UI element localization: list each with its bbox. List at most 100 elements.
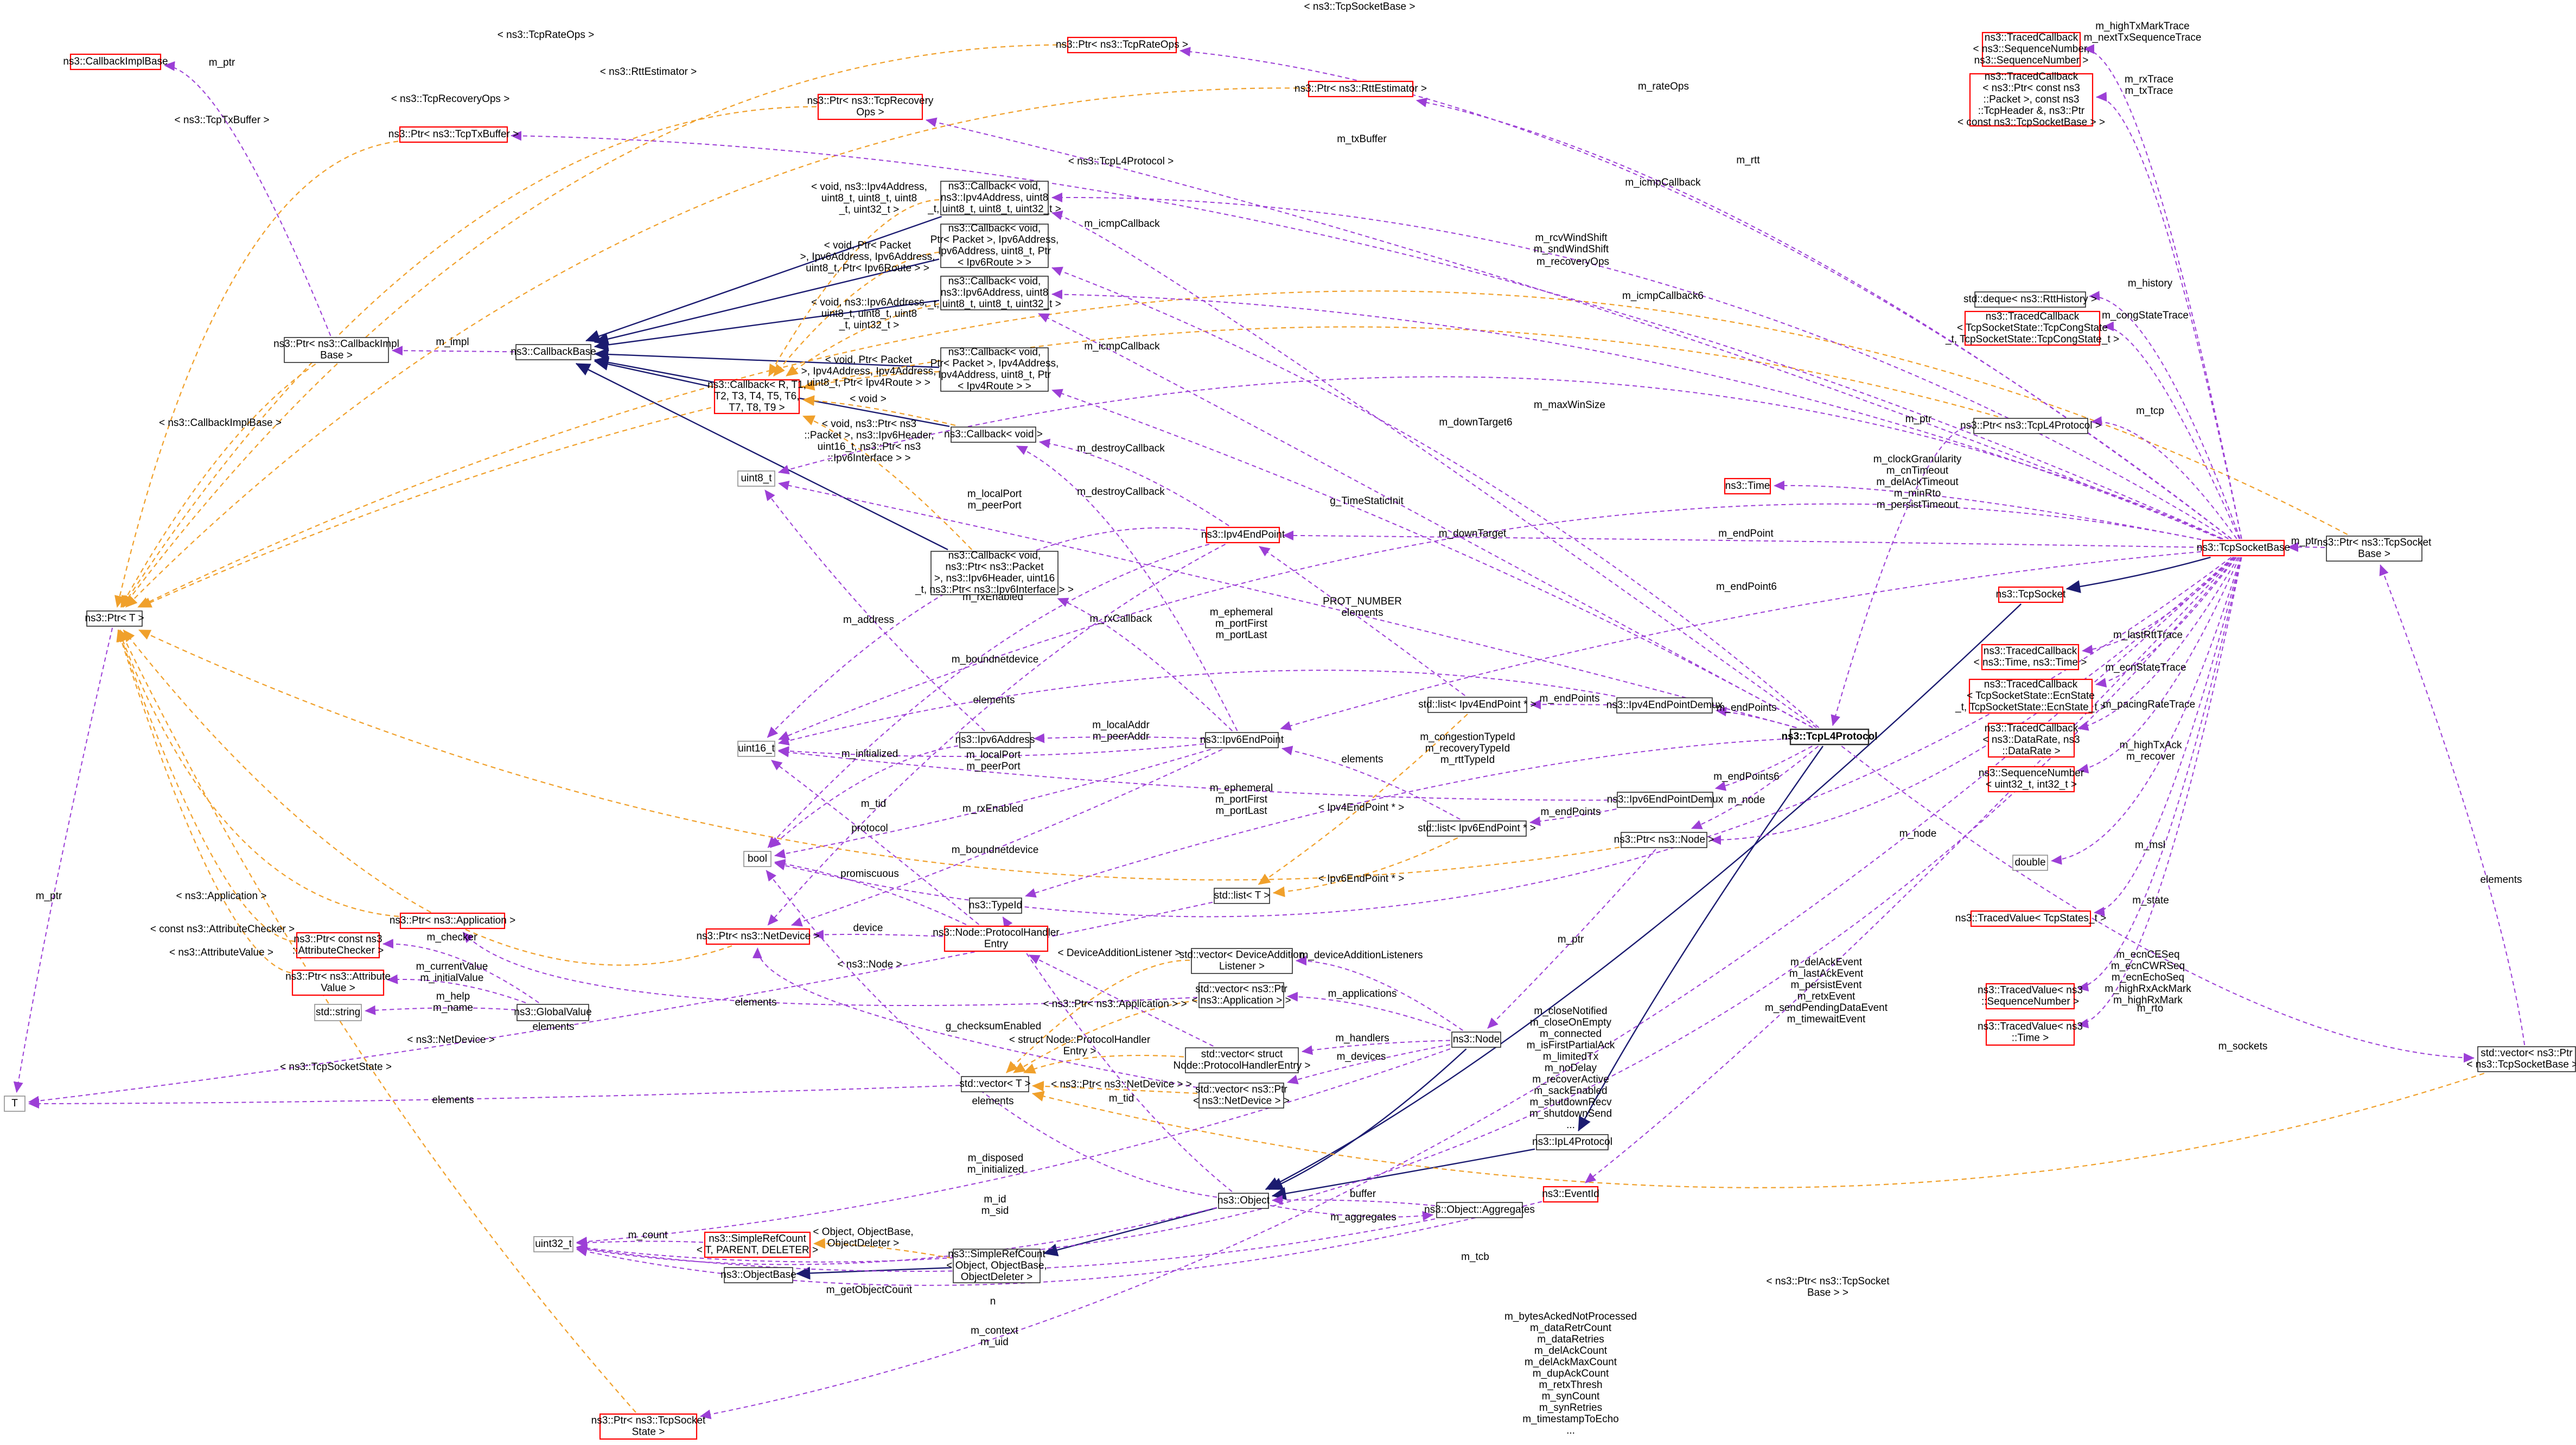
class-node-tc-ecn[interactable]: ns3::TracedCallback< TcpSocketState::Ecn…	[1955, 678, 2106, 714]
class-node-deque-rtt[interactable]: std::deque< ns3::RttHistory >	[1963, 291, 2097, 308]
class-node-tv-time[interactable]: ns3::TracedValue< ns3::Time >	[1978, 1019, 2083, 1046]
edge-member-vec-phe-to-protocolhandlerentry	[1028, 954, 1214, 1047]
class-label: ns3::Ipv6Address	[955, 734, 1035, 746]
class-node-uint16t[interactable]: uint16_t	[737, 741, 775, 757]
edge-member-ipv4demux-to-uint16t	[778, 670, 1616, 746]
class-node-vec-t[interactable]: std::vector< T >	[959, 1076, 1031, 1092]
class-node-seqnum[interactable]: ns3::SequenceNumber< uint32_t, int32_t >	[1979, 766, 2084, 793]
class-node-ptr-checker[interactable]: ns3::Ptr< const ns3::AttributeChecker >	[292, 932, 384, 959]
class-node-src-tpd[interactable]: ns3::SimpleRefCount< T, PARENT, DELETER …	[697, 1231, 818, 1258]
class-node-src-obj[interactable]: ns3::SimpleRefCount< Object, ObjectBase,…	[946, 1249, 1047, 1283]
class-node-tc-datarate[interactable]: ns3::TracedCallback< ns3::DataRate, ns3:…	[1982, 722, 2080, 758]
class-node-cb-pkt-ipv4[interactable]: ns3::Callback< void,Ptr< Packet >, Ipv4A…	[930, 347, 1059, 392]
class-node-tv-tcpstates[interactable]: ns3::TracedValue< TcpStates_t >	[1955, 910, 2107, 927]
class-node-eventid[interactable]: ns3::EventId	[1542, 1186, 1599, 1203]
class-label: ns3::Ptr< ns3::RttEstimator >	[1295, 83, 1427, 94]
edge-member-tcpsocketbase-to-tv-tcpstates	[2094, 557, 2242, 916]
class-node-time[interactable]: ns3::Time	[1724, 478, 1771, 495]
edge-label: < ns3::TcpRecoveryOps >	[391, 93, 510, 105]
class-node-t-box[interactable]: T	[4, 1096, 25, 1112]
class-node-cb-void[interactable]: ns3::Callback< void >	[944, 427, 1043, 443]
class-node-list-ipv4[interactable]: std::list< Ipv4EndPoint * >	[1418, 697, 1536, 713]
edge-inherit-ipl4-to-object	[1271, 1148, 1535, 1200]
class-node-vec-tsb[interactable]: std::vector< ns3::Ptr< ns3::TcpSocketBas…	[2466, 1046, 2576, 1072]
class-node-uint8t[interactable]: uint8_t	[737, 470, 775, 487]
class-box	[1205, 732, 1279, 748]
class-node-objectbase[interactable]: ns3::ObjectBase	[720, 1267, 796, 1283]
class-node-ptr-tcpl4[interactable]: ns3::Ptr< ns3::TcpL4Protocol >	[1960, 418, 2101, 434]
class-node-tcpsocket[interactable]: ns3::TcpSocket	[1996, 586, 2067, 603]
class-node-typeid[interactable]: ns3::TypeId	[969, 897, 1022, 914]
class-node-callbackimplbase[interactable]: ns3::CallbackImplBase	[63, 53, 168, 71]
class-node-vec-app[interactable]: std::vector< ns3::Ptr< ns3::Application …	[1191, 982, 1291, 1008]
class-node-object[interactable]: ns3::Object	[1217, 1193, 1270, 1209]
edge-label: < ns3::TcpRateOps >	[498, 29, 595, 41]
class-node-list-ipv6[interactable]: std::list< Ipv6EndPoint * >	[1418, 820, 1536, 837]
class-node-cb-ipv4addr[interactable]: ns3::Callback< void,ns3::Ipv4Address, ui…	[927, 181, 1061, 215]
class-node-ipl4[interactable]: ns3::IpL4Protocol	[1532, 1134, 1612, 1150]
class-node-tcpsocketbase[interactable]: ns3::TcpSocketBase	[2197, 539, 2290, 557]
edge-label: m_ptr	[1905, 413, 1932, 425]
class-node-stdstring[interactable]: std::string	[314, 1004, 362, 1021]
class-node-ptr-node[interactable]: ns3::Ptr< ns3::Node >	[1614, 832, 1714, 848]
edge-member-tcpsocketbase-to-double	[2051, 557, 2241, 865]
class-box	[284, 337, 389, 363]
class-node-cb-pkt-ipv6[interactable]: ns3::Callback< void,Ptr< Packet >, Ipv6A…	[930, 223, 1059, 269]
edge-label: m_endPoints	[1717, 702, 1777, 714]
class-node-ipv4demux[interactable]: ns3::Ipv4EndPointDemux	[1606, 697, 1723, 714]
class-node-node[interactable]: ns3::Node	[1451, 1032, 1501, 1048]
edge-label: m_endPoints6	[1713, 771, 1779, 782]
class-node-cb-rt[interactable]: ns3::Callback< R, T1,T2, T3, T4, T5, T6,…	[707, 379, 806, 415]
class-label: uint32_t	[535, 1238, 572, 1250]
class-node-ptr-rttestimator[interactable]: ns3::Ptr< ns3::RttEstimator >	[1295, 80, 1427, 98]
class-node-ipv6address[interactable]: ns3::Ipv6Address	[955, 732, 1035, 748]
class-node-vec-netdev[interactable]: std::vector< ns3::Ptr< ns3::NetDevice > …	[1193, 1083, 1290, 1109]
class-node-ipv6demux[interactable]: ns3::Ipv6EndPointDemux	[1607, 792, 1724, 808]
edge-member-ipv6demux-to-uint16t	[778, 747, 1616, 801]
edge-member-ptr-tsb-to-tcpsocketbase	[2287, 542, 2325, 552]
class-node-tcpl4[interactable]: ns3::TcpL4Protocol	[1782, 728, 1878, 746]
class-node-aggregates[interactable]: ns3::Object::Aggregates	[1424, 1202, 1535, 1218]
class-node-bool[interactable]: bool	[743, 851, 771, 867]
class-node-cb-ipv6addr[interactable]: ns3::Callback< void,ns3::Ipv6Address, ui…	[927, 276, 1061, 310]
main-class-box	[1789, 728, 1870, 746]
edge-template-cb-ipv4addr-to-cb-rt	[768, 199, 940, 377]
class-node-tv-seq[interactable]: ns3::TracedValue< ns3::SequenceNumber >	[1978, 983, 2083, 1010]
class-box	[1969, 73, 2094, 127]
edge-member-vec-app-to-ptr-app	[462, 932, 1198, 1007]
class-node-callbackbase[interactable]: ns3::CallbackBase	[511, 344, 596, 360]
class-box	[724, 1267, 793, 1283]
class-node-double[interactable]: double	[2012, 855, 2048, 871]
class-node-ptr-app[interactable]: ns3::Ptr< ns3::Application >	[390, 912, 515, 930]
class-node-ptr-tcprateops[interactable]: ns3::Ptr< ns3::TcpRateOps >	[1056, 36, 1188, 54]
class-node-tc-seqseq[interactable]: ns3::TracedCallback< ns3::SequenceNumber…	[1973, 31, 2090, 67]
class-node-uint32t[interactable]: uint32_t	[533, 1236, 573, 1252]
class-label: ns3::Ptr< ns3::Application >	[390, 915, 515, 926]
class-box	[940, 347, 1049, 392]
class-node-ipv4endpoint[interactable]: ns3::Ipv4EndPoint	[1201, 526, 1285, 544]
edge-label: < void >	[850, 393, 887, 405]
class-node-cb-pkt-ipv6hdr[interactable]: ns3::Callback< void,ns3::Ptr< ns3::Packe…	[915, 550, 1074, 596]
class-node-tc-pkthdr[interactable]: ns3::TracedCallback< ns3::Ptr< const ns3…	[1957, 71, 2105, 128]
class-node-ptr-t[interactable]: ns3::Ptr< T >	[85, 610, 144, 627]
class-node-globalvalue[interactable]: ns3::GlobalValue	[514, 1004, 592, 1021]
class-node-ptr-tcptxbuffer[interactable]: ns3::Ptr< ns3::TcpTxBuffer >	[388, 126, 519, 143]
edge-label: m_applications	[1328, 988, 1397, 1000]
class-node-tc-timetime[interactable]: ns3::TracedCallback< ns3::Time, ns3::Tim…	[1974, 644, 2087, 671]
class-node-ipv6endpoint[interactable]: ns3::Ipv6EndPoint	[1200, 732, 1284, 748]
class-node-list-t[interactable]: std::list< T >	[1214, 888, 1270, 904]
class-node-tc-congstate[interactable]: ns3::TracedCallback< TcpSocketState::Tcp…	[1945, 310, 2119, 346]
class-node-ptr-netdevice[interactable]: ns3::Ptr< ns3::NetDevice >	[696, 928, 820, 945]
